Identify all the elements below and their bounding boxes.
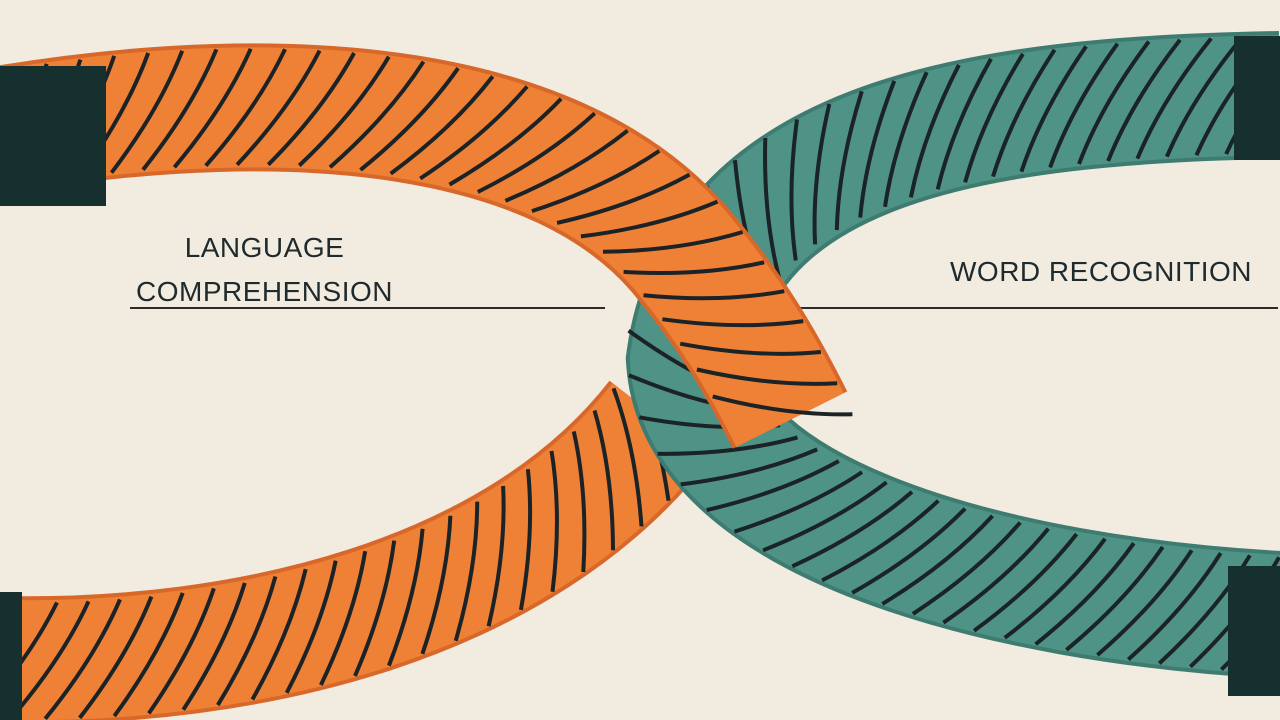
rope-stripe	[387, 528, 425, 667]
rope-stripe	[181, 582, 247, 711]
rope-stripe	[284, 560, 338, 694]
rope-stripe	[1164, 36, 1244, 158]
rope-stripe	[571, 430, 587, 573]
rope-stripe	[1135, 37, 1213, 160]
rope-stripe	[696, 367, 838, 386]
rope-stripe	[389, 75, 495, 176]
rope-stripe	[791, 490, 914, 569]
rope-stripe	[991, 48, 1057, 178]
rope-stripe	[319, 550, 368, 686]
rope-stripe	[1048, 42, 1120, 169]
language-comprehension-label: LANGUAGE COMPREHENSION	[132, 226, 397, 314]
rope-stripe	[204, 48, 287, 168]
rope-stripe	[549, 450, 559, 593]
cuff-top-right	[1234, 36, 1280, 160]
rope-stripe	[942, 527, 1050, 625]
rope-stripe	[712, 394, 853, 417]
rope-stripe	[1096, 549, 1194, 657]
rope-stripe	[0, 601, 59, 694]
rope-stripe	[112, 592, 185, 718]
cuff-top-left	[0, 66, 106, 206]
rope-stripe	[328, 60, 426, 169]
rope-stripe	[821, 499, 940, 583]
orange-strand-lower	[0, 364, 711, 720]
rope-stripe	[706, 459, 840, 513]
rope-stripe	[851, 507, 967, 595]
language-comprehension-line2: COMPREHENSION	[136, 276, 393, 307]
rope-stripe	[216, 575, 278, 707]
rope-stripe	[141, 48, 219, 171]
rope-stripe	[453, 501, 480, 642]
rope-stripe	[420, 515, 453, 655]
rope-stripe	[353, 540, 397, 677]
word-recognition-label: WORD RECOGNITION	[950, 256, 1252, 287]
rope-stripe	[476, 111, 597, 194]
language-comprehension-line1: LANGUAGE	[184, 232, 345, 263]
rope-stripe	[78, 595, 154, 720]
rope-stripe	[763, 137, 782, 279]
rope-stripe	[359, 67, 460, 172]
rope-stripe	[235, 49, 322, 167]
rope-stripe	[592, 409, 615, 551]
rope-stripe	[531, 149, 661, 214]
rope-stripe	[834, 90, 864, 231]
rope-stripe	[1065, 545, 1165, 652]
rope-stripe	[911, 521, 1022, 616]
orange-strand-upper	[0, 43, 853, 449]
rope-stripe	[580, 199, 719, 239]
rope-stripe	[963, 52, 1025, 183]
rope-stripe	[908, 63, 961, 198]
rope-stripe	[789, 119, 799, 261]
rope-stripe	[812, 103, 832, 245]
rope-stripe	[858, 80, 897, 218]
rope-stripe	[680, 447, 818, 487]
rope-stripe	[147, 587, 216, 715]
cuff-bottom-left	[0, 592, 22, 720]
rope-stripe	[602, 230, 744, 254]
rope-stripe	[881, 514, 994, 606]
rope-stripe	[643, 289, 785, 301]
rope-stripe	[1034, 542, 1136, 646]
rope-stripe	[733, 470, 864, 534]
rope-stripe	[883, 71, 929, 208]
rope-stripe	[623, 260, 765, 276]
rope-stripe	[172, 47, 253, 169]
rope-stripe	[518, 468, 533, 611]
rope-stripe	[266, 52, 356, 167]
rope-stripe	[1106, 38, 1182, 162]
rope-stripe	[662, 317, 804, 328]
rope-stripe	[419, 85, 529, 181]
rope-stripe	[556, 172, 691, 225]
rope-stripe	[762, 480, 888, 553]
rope-stripe	[679, 341, 822, 356]
cuff-bottom-right	[1228, 566, 1280, 696]
rope-stripe	[657, 435, 799, 456]
rope-stripe	[448, 97, 563, 187]
rope-stripe	[109, 50, 185, 174]
rope-stripe	[1126, 552, 1223, 661]
rope-stripe	[1077, 40, 1151, 165]
rope-stripe	[486, 485, 506, 627]
rope-stripe	[250, 568, 308, 701]
rope-stripe	[972, 532, 1079, 633]
rope-stripe	[1019, 45, 1088, 173]
rope-stripe	[504, 129, 629, 203]
rope-stripe	[1003, 537, 1107, 640]
rope-stripe	[935, 57, 993, 190]
rope-stripe	[43, 598, 122, 720]
rope-stripe	[611, 387, 644, 527]
rope-stripe	[297, 55, 391, 167]
